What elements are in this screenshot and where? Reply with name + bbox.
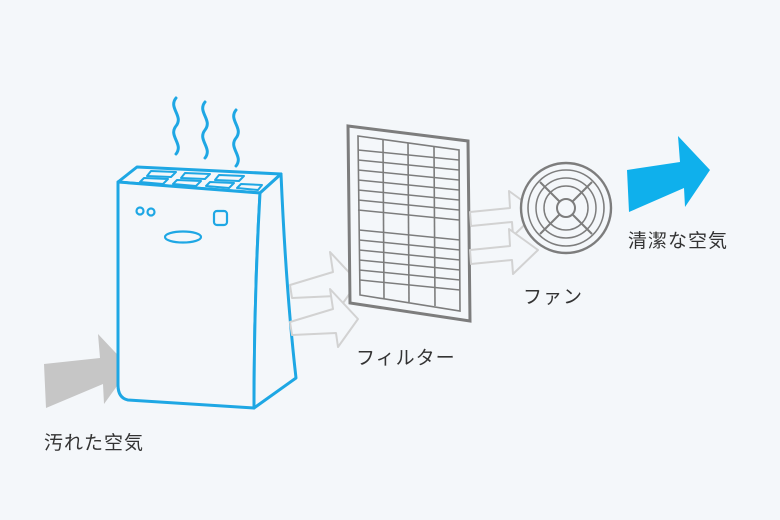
filter-panel-icon xyxy=(346,124,472,323)
clean-air-arrow-icon xyxy=(627,136,710,212)
dirty-air-label: 汚れた空気 xyxy=(44,432,145,454)
dirty-air-arrow-icon xyxy=(44,334,130,408)
flow-arrow-icon xyxy=(289,251,359,348)
air-purifier-icon xyxy=(116,165,298,410)
heat-wave-icon xyxy=(172,96,240,168)
clean-air-label: 清潔な空気 xyxy=(628,230,729,252)
filter-label: フィルター xyxy=(356,347,456,369)
fan-icon xyxy=(519,161,613,255)
fan-label: ファン xyxy=(523,286,584,308)
